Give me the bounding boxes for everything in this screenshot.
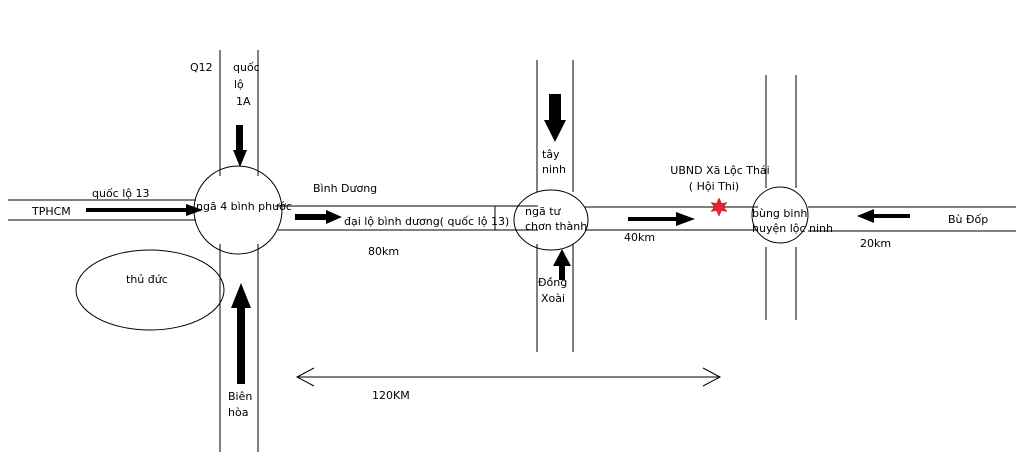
roundabout-locninh (751, 186, 809, 244)
arrow-icon-tayninh-down (544, 94, 566, 142)
label-thuduc: thủ đức (126, 273, 168, 286)
arrow-icon-ql1a-down (233, 125, 247, 167)
roundabout-chonthanh (513, 189, 589, 251)
arrow-icon-budop (857, 209, 910, 223)
label-bienhoa-line1: Biên (228, 390, 253, 403)
label-chonthanh-line2: chơn thành (525, 220, 588, 233)
label-dongxoai-line2: Xoài (541, 292, 566, 305)
label-budop: Bù Đốp (948, 213, 989, 226)
label-bienhoa-line2: hòa (228, 406, 249, 419)
distance-arrowhead-left (295, 367, 315, 387)
label-q12: Q12 (190, 61, 213, 74)
label-120km: 120KM (372, 389, 410, 402)
label-20km: 20km (860, 237, 892, 250)
label-tayninh-line1: tây (542, 148, 560, 161)
area-thuduc (75, 249, 225, 331)
arrow-icon-ql13 (86, 204, 203, 216)
label-dongxoai-line1: Đồng (538, 276, 568, 289)
label-ql1a-line3: 1A (236, 95, 251, 108)
label-ubnd-line1: UBND Xã Lộc Thái (670, 164, 770, 177)
label-ql1a-line2: lộ (234, 78, 244, 91)
star-icon (710, 197, 728, 217)
label-ql13-left: quốc lộ 13 (92, 187, 150, 200)
label-chonthanh-line1: ngã tư (525, 205, 561, 218)
arrow-icon-dailo (295, 210, 342, 224)
label-locninh-line2: huyện lộc ninh (752, 222, 833, 235)
label-tphcm: TPHCM (32, 205, 71, 218)
label-ql1a-line1: quốc (233, 61, 260, 74)
label-ubnd-line2: ( Hội Thi) (688, 180, 740, 193)
label-binhduong: Bình Dương (313, 182, 378, 195)
label-nga4-binhphuoc: ngã 4 bình phước (196, 200, 292, 213)
distance-arrowhead-right (702, 367, 722, 387)
label-tayninh-line2: ninh (542, 163, 566, 176)
label-dailo-binhduong: đại lộ bình dương( quốc lộ 13) (344, 215, 510, 228)
label-80km: 80km (368, 245, 400, 258)
label-40km: 40km (624, 231, 656, 244)
arrow-icon-bienhoa-up (231, 283, 251, 384)
arrow-icon-locninh-road (628, 212, 695, 226)
arrow-icon-dongxoai-up (553, 249, 571, 280)
label-locninh-line1: bùng binh (752, 207, 808, 220)
